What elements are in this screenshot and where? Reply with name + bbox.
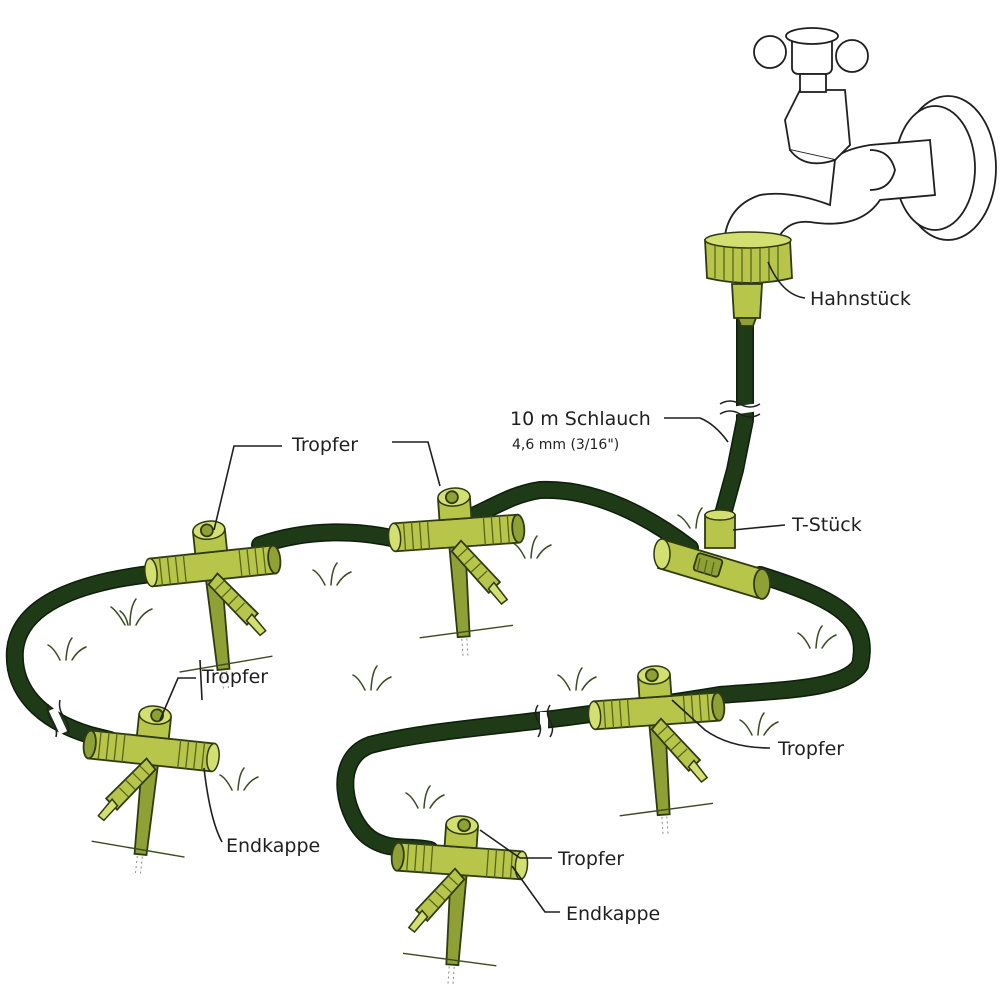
label-endkappe-2: Endkappe bbox=[566, 903, 660, 925]
grass-tuft-icon bbox=[677, 507, 703, 529]
grass-tuft-icon bbox=[797, 625, 837, 649]
hose-break-marks bbox=[46, 400, 761, 738]
grass-tuft-icon bbox=[739, 712, 779, 736]
grass-tuft-icon bbox=[47, 637, 87, 661]
grass-tuft-icon bbox=[557, 667, 597, 691]
label-hahnstueck: Hahnstück bbox=[810, 288, 911, 310]
label-t-stueck: T-Stück bbox=[791, 514, 862, 536]
dripper-icon bbox=[382, 810, 532, 993]
grass-tuft-icon bbox=[352, 665, 392, 691]
grass-tuft-icon bbox=[312, 562, 352, 586]
grass-tuft-icon bbox=[219, 767, 259, 791]
label-endkappe-1: Endkappe bbox=[226, 835, 320, 857]
label-schlauch-title: 10 m Schlauch bbox=[510, 408, 651, 430]
t-piece-icon bbox=[653, 509, 771, 600]
labels: Hahnstück 10 m Schlauch 4,6 mm (3/16") T… bbox=[201, 288, 911, 925]
leader-lines bbox=[159, 261, 806, 913]
label-tropfer-3: Tropfer bbox=[777, 738, 844, 760]
tap-connector-icon bbox=[704, 231, 793, 327]
label-tropfer-4: Tropfer bbox=[557, 848, 624, 870]
grass-tuft-icon bbox=[405, 785, 445, 809]
water-tap-icon bbox=[723, 27, 997, 241]
label-tropfer-2: Tropfer bbox=[201, 666, 268, 688]
label-schlauch-size: 4,6 mm (3/16") bbox=[512, 437, 619, 453]
label-tropfer-1: Tropfer bbox=[291, 434, 358, 456]
dripper-icon bbox=[384, 482, 534, 665]
grass-tuft-icon bbox=[110, 598, 153, 626]
